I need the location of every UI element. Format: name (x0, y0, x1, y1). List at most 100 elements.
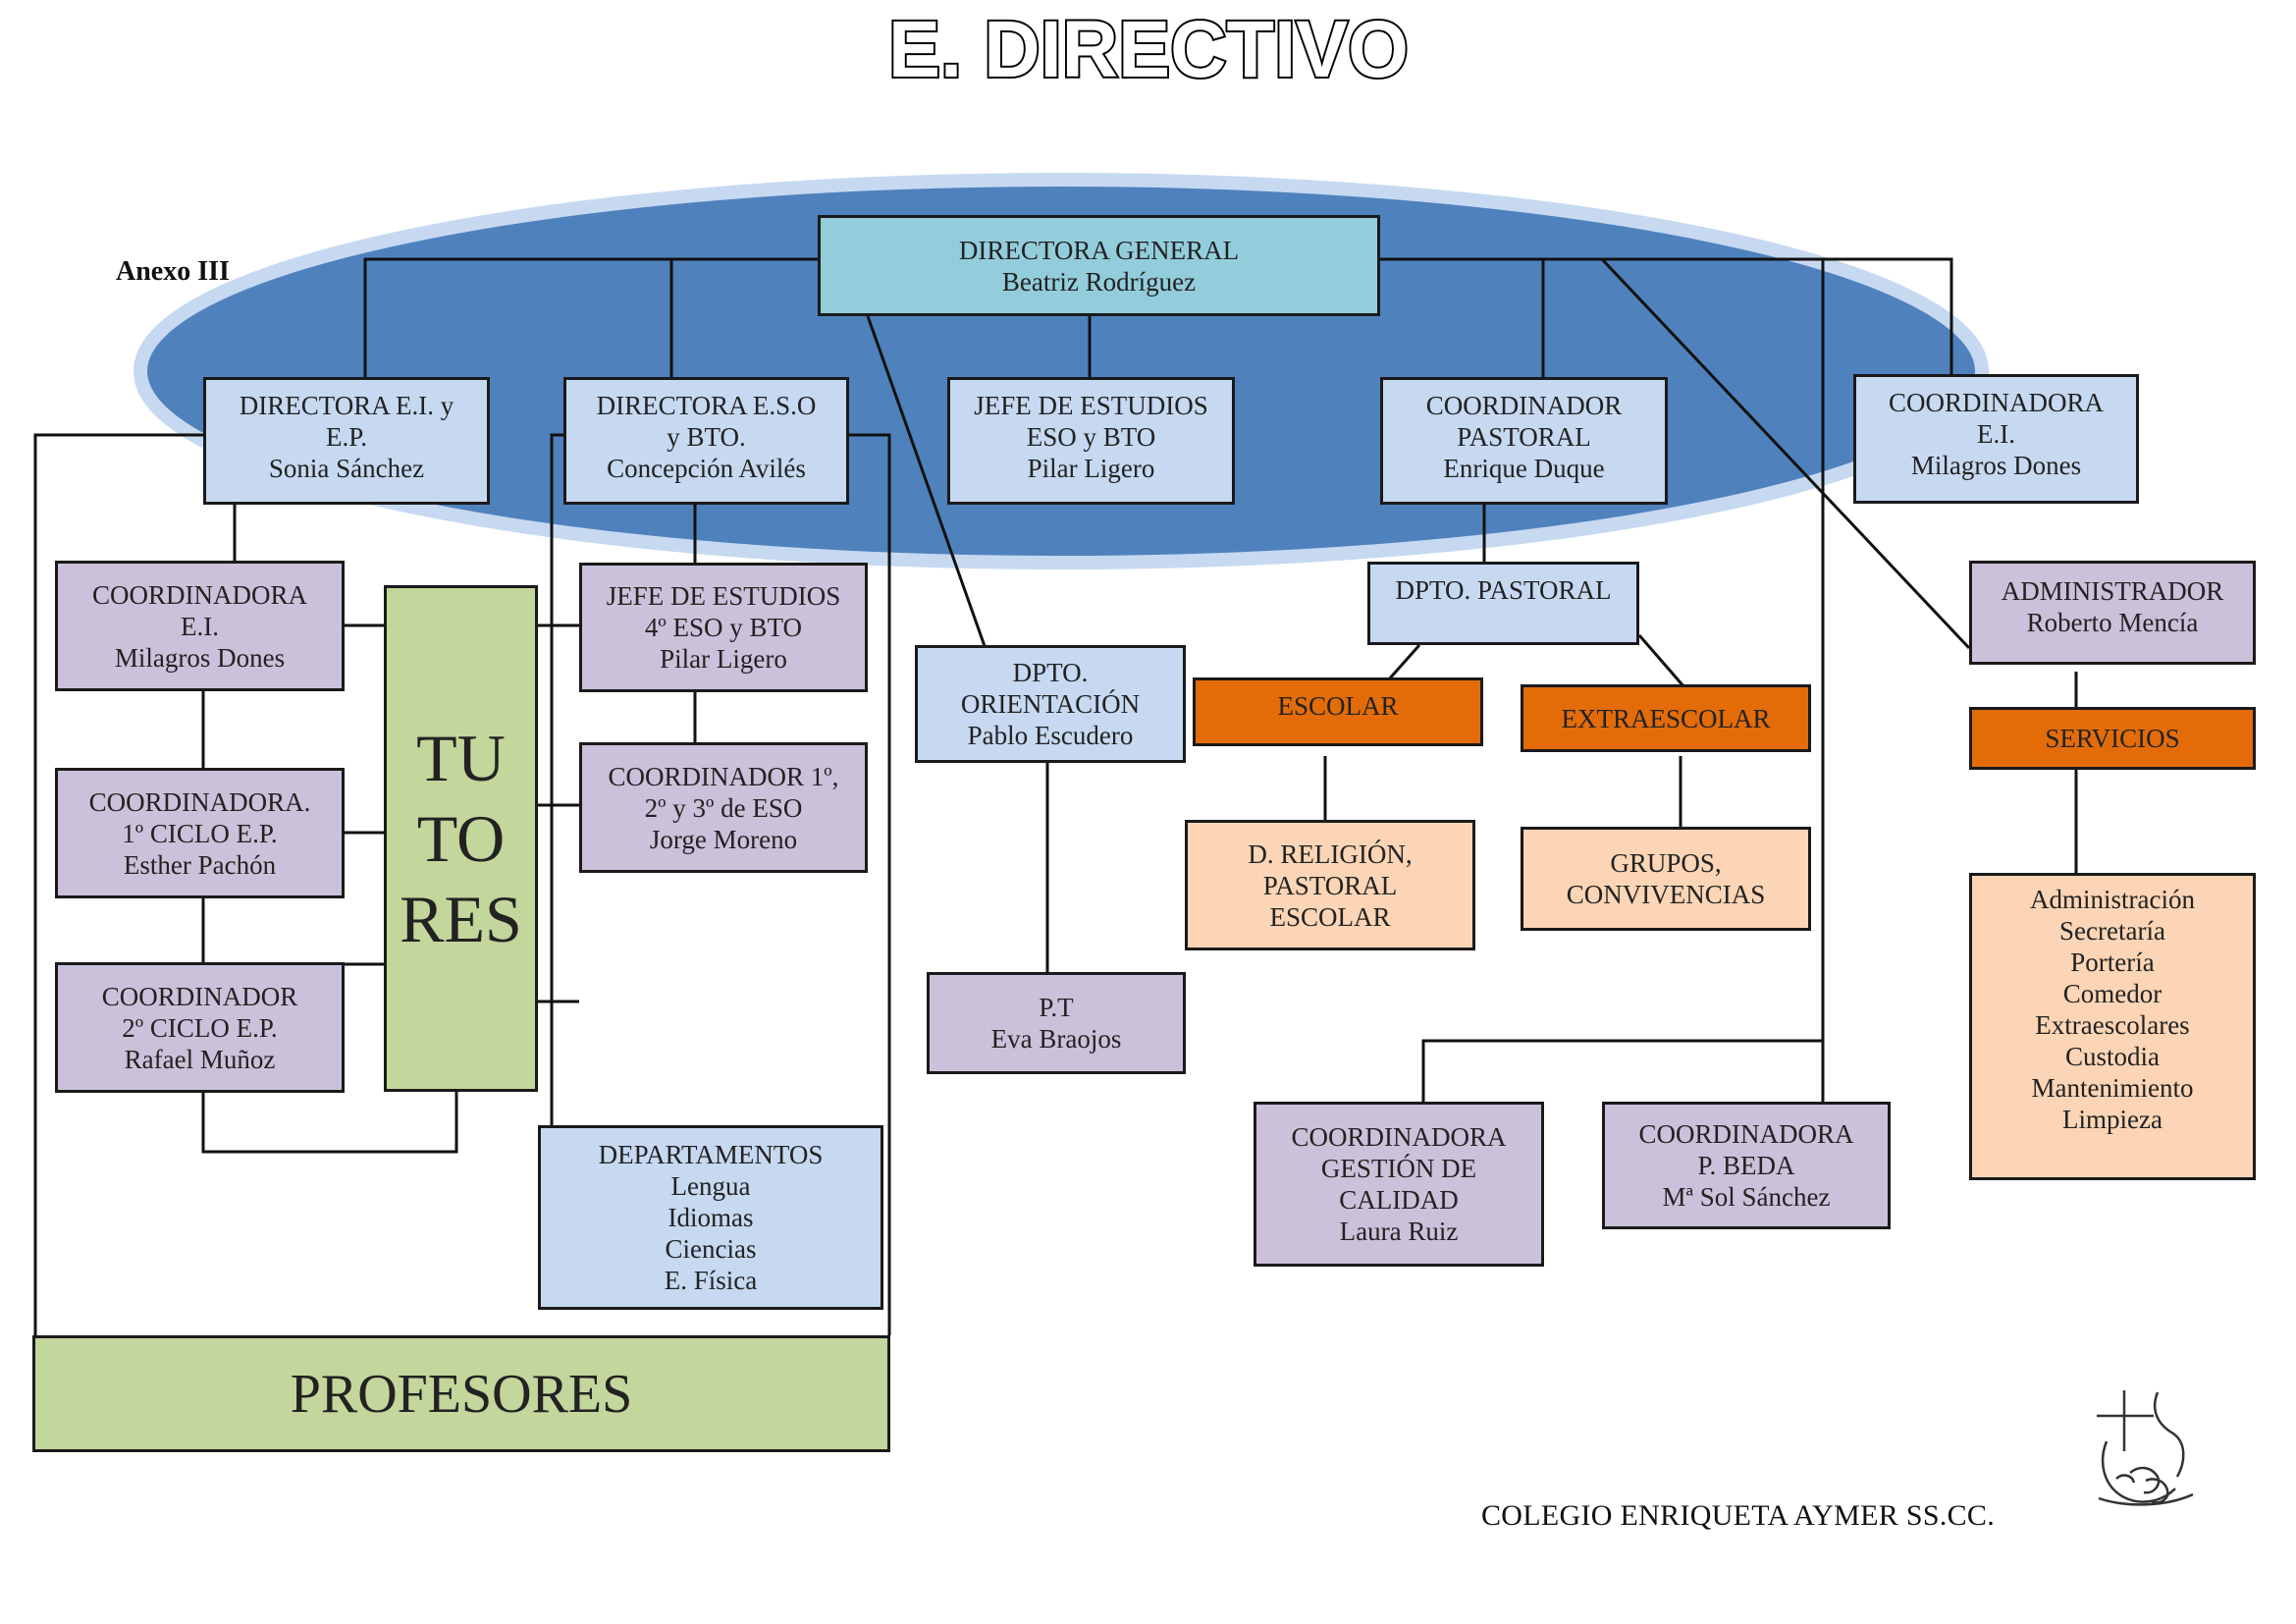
coordinadora-ei-left-line: E.I. (181, 611, 219, 641)
pt-line: P.T (1039, 993, 1074, 1022)
coordinador-2ciclo-line: Rafael Muñoz (124, 1044, 276, 1074)
connector-2ciclo-tutores (201, 1090, 458, 1154)
departamentos-line: DEPARTAMENTOS (598, 1140, 824, 1169)
jefe-estudios-4eso-line: Pilar Ligero (660, 644, 787, 674)
directora-eso-bto-line: DIRECTORA E.S.O (596, 391, 817, 420)
footer-school-name: COLEGIO ENRIQUETA AYMER SS.CC. (1481, 1499, 1996, 1532)
profesores-box: PROFESORES (32, 1335, 890, 1452)
coordinador-pastoral-line: PASTORAL (1457, 422, 1591, 452)
profesores-line: PROFESORES (290, 1363, 633, 1425)
departamentos-line: E. Física (664, 1266, 758, 1295)
dpto-pastoral-line: DPTO. PASTORAL (1395, 575, 1612, 605)
coordinador-123eso-line: COORDINADOR 1º, (608, 761, 839, 791)
coordinadora-1ciclo-line: 1º CICLO E.P. (122, 818, 278, 848)
coordinadora-pbeda-line: P. BEDA (1697, 1151, 1795, 1180)
jefe-estudios-eso-bto-line: JEFE DE ESTUDIOS (974, 391, 1208, 420)
d-religion-line: PASTORAL (1262, 870, 1398, 900)
dpto-pastoral-text: DPTO. PASTORAL (1395, 574, 1611, 606)
coordinadora-calidad-line: COORDINADORA (1291, 1122, 1507, 1152)
jefe-estudios-eso-bto-line: ESO y BTO (1026, 422, 1156, 452)
coordinadora-calidad-line: GESTIÓN DE (1320, 1154, 1477, 1183)
coordinador-2ciclo-line: COORDINADOR (101, 981, 298, 1011)
servicios-text: SERVICIOS (2045, 723, 2179, 754)
annex-label: Anexo III (116, 256, 230, 287)
grupos-line: GRUPOS, (1610, 848, 1722, 878)
departamentos-line: Lengua (670, 1171, 751, 1201)
grupos-text: GRUPOS,CONVIVENCIAS (1567, 847, 1766, 910)
directora-eso-bto-line: Concepción Avilés (607, 454, 806, 483)
directora-general-line: DIRECTORA GENERAL (958, 235, 1240, 265)
connector-calidad-branch (1421, 1039, 1823, 1104)
coordinadora-pbeda-line: Mª Sol Sánchez (1662, 1182, 1831, 1212)
connector-orientacion (866, 315, 987, 647)
school-logo (2097, 1390, 2194, 1506)
profesores-text: PROFESORES (291, 1362, 633, 1427)
coordinador-2ciclo-line: 2º CICLO E.P. (122, 1012, 278, 1043)
page-title: E. DIRECTIVO (0, 0, 2296, 90)
servicios-lista-line: Administración (2030, 885, 2195, 914)
coordinadora-ei-left-line: COORDINADORA (91, 579, 307, 610)
connector-lines (33, 257, 2078, 1335)
jefe-estudios-eso-bto-line: Pilar Ligero (1027, 454, 1155, 483)
d-religion-line: D. RELIGIÓN, (1248, 839, 1413, 869)
servicios-lista-line: Mantenimiento (2031, 1073, 2194, 1103)
coordinadora-ei-left-line: Milagros Dones (114, 642, 286, 673)
directora-general-line: Beatriz Rodríguez (1001, 266, 1197, 297)
extraescolar-text: EXTRAESCOLAR (1561, 703, 1770, 734)
servicios-line: SERVICIOS (2045, 724, 2180, 753)
coordinador-123eso-line: 2º y 3º de ESO (644, 792, 803, 823)
dpto-orientacion-line: ORIENTACIÓN (960, 689, 1141, 719)
pt-line: Eva Braojos (990, 1024, 1122, 1054)
directora-eso-bto-line: y BTO. (667, 422, 746, 452)
coordinadora-pbeda-line: COORDINADORA (1638, 1119, 1854, 1149)
coordinador-pastoral-line: COORDINADOR (1425, 391, 1623, 420)
page-title-graphic: E. DIRECTIVO (886, 3, 1411, 90)
coordinadora-calidad-line: CALIDAD (1339, 1185, 1459, 1215)
departamentos-line: Ciencias (665, 1234, 757, 1264)
coordinadora-ei-top-line: E.I. (1977, 419, 2015, 449)
coordinadora-ei-top-line: Milagros Dones (1910, 451, 2082, 480)
coordinadora-1ciclo-line: COORDINADORA. (88, 786, 311, 817)
connector-dpto-extraescolar (1637, 634, 1686, 688)
servicios-box: SERVICIOS (1969, 707, 2256, 770)
administrador-line: ADMINISTRADOR (2001, 576, 2224, 606)
directora-ei-ep-line: E.P. (325, 422, 367, 452)
directora-ei-ep-line: Sonia Sánchez (268, 454, 425, 483)
escolar-box: ESCOLAR (1193, 677, 1483, 746)
tutores-line: RES (400, 882, 522, 956)
jefe-estudios-4eso-line: JEFE DE ESTUDIOS (606, 581, 841, 611)
escolar-line: ESCOLAR (1277, 691, 1399, 721)
servicios-lista-line: Comedor (2062, 979, 2163, 1008)
page-title-text: E. DIRECTIVO (888, 5, 1409, 90)
tutores-line: TO (416, 801, 506, 876)
